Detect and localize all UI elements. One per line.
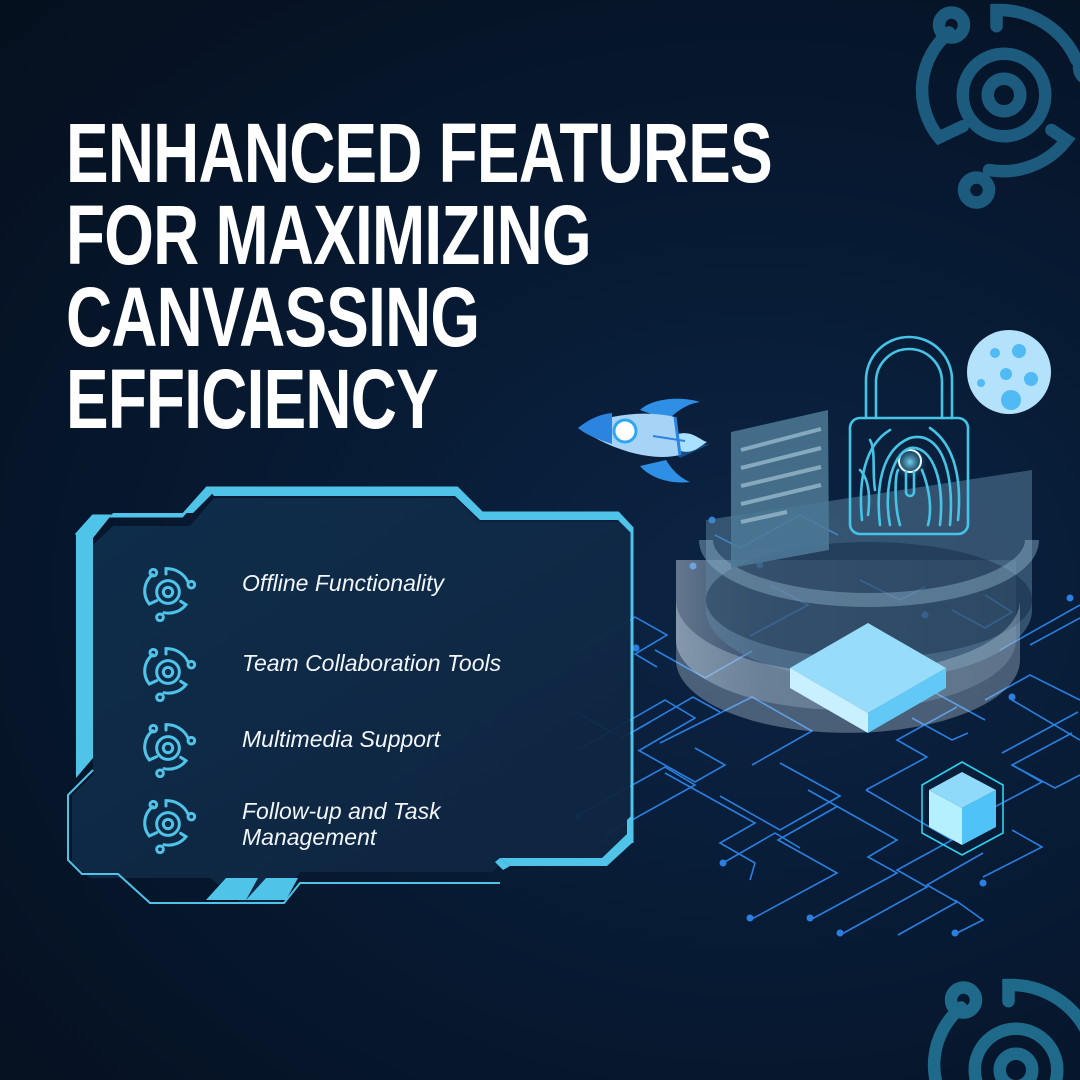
page-title: ENHANCED FEATURES FOR MAXIMIZING CANVASS… (66, 106, 773, 446)
circuit-gear-icon (143, 567, 197, 622)
moon-icon (967, 330, 1052, 415)
circuit-gear-icon (143, 647, 197, 702)
feature-item: Multimedia Support (138, 718, 542, 778)
title-line-1: ENHANCED FEATURES (66, 106, 773, 200)
feature-label: Multimedia Support (242, 726, 441, 752)
title-line-2: FOR MAXIMIZING (66, 188, 592, 282)
title-line-3: CANVASSING (66, 270, 480, 364)
circuit-gear-icon (143, 799, 197, 854)
cube-icon (921, 761, 1004, 856)
document-icon (731, 410, 829, 568)
slash-accent (206, 878, 298, 900)
feature-label: Team Collaboration Tools (242, 650, 502, 676)
circuit-lines (577, 514, 1080, 936)
fingerprint-padlock-icon (848, 335, 970, 536)
chip-block (790, 623, 946, 733)
feature-label: Offline Functionality (242, 570, 444, 596)
feature-label: Follow-up and Task Management (242, 798, 441, 850)
feature-item: Team Collaboration Tools (138, 642, 542, 702)
rocket-icon (578, 398, 710, 483)
feature-item: Follow-up and Task Management (138, 794, 482, 854)
title-line-4: EFFICIENCY (66, 352, 439, 446)
feature-item: Offline Functionality (138, 562, 542, 622)
circuit-gear-icon (143, 723, 197, 778)
